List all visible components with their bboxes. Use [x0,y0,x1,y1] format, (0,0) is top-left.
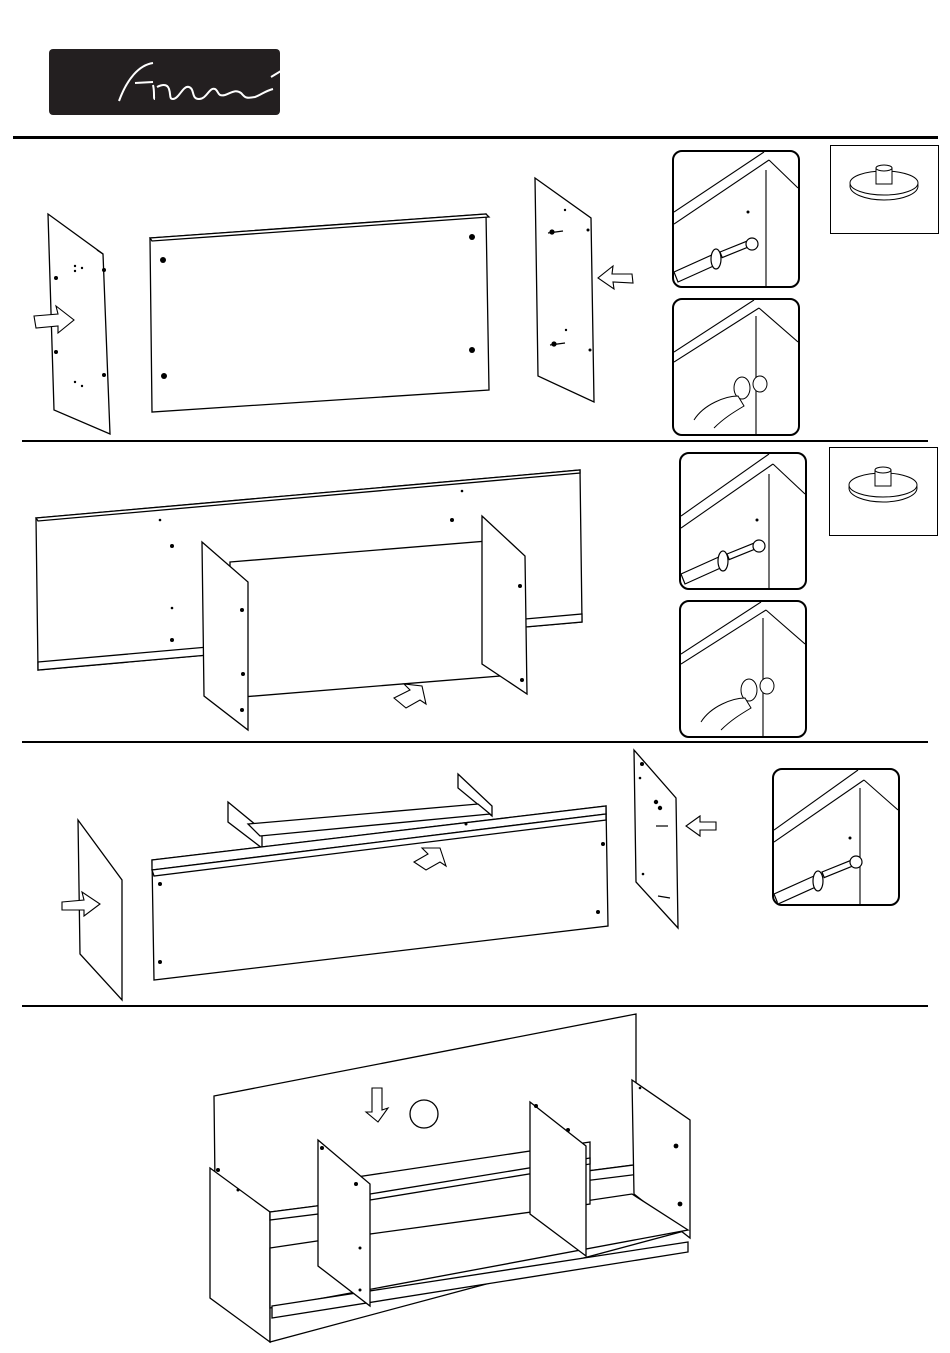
detail-cam-bolt-insert-2 [679,452,807,590]
cam-lock-icon [831,146,938,233]
detail-cover-cap-press-2 [679,600,807,738]
step-1-panel [0,140,950,440]
legend-cam-lock [830,145,939,234]
divider-3 [22,1005,928,1007]
step-1-illustration [0,140,950,440]
header-rule [13,136,938,139]
divider-2 [22,741,928,743]
step-4-illustration [0,1008,950,1353]
step-3-panel [0,744,950,1006]
step-4-panel [0,1008,950,1353]
step-2-illustration [0,442,950,742]
brand-logo: finori [49,49,280,115]
legend-cam-lock-2 [829,447,938,536]
detail-cam-bolt-insert [672,150,800,288]
detail-cam-bolt-insert-3 [772,768,900,906]
cam-lock-icon [830,448,937,535]
step-2-panel [0,442,950,742]
detail-cover-cap-press [672,298,800,436]
